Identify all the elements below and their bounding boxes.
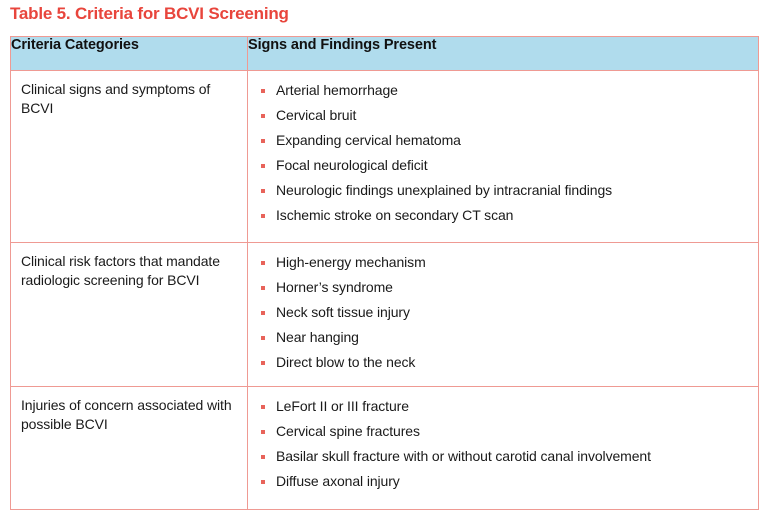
list-item: Neck soft tissue injury bbox=[258, 300, 748, 325]
criteria-table: Criteria Categories Signs and Findings P… bbox=[10, 36, 759, 510]
list-item-label: Diffuse axonal injury bbox=[276, 473, 400, 489]
list-item: Horner’s syndrome bbox=[258, 275, 748, 300]
list-item: Expanding cervical hematoma bbox=[258, 128, 748, 153]
table-title: Table 5. Criteria for BCVI Screening bbox=[10, 4, 289, 23]
list-item: Cervical spine fractures bbox=[258, 419, 748, 444]
list-item: Diffuse axonal injury bbox=[258, 469, 748, 494]
bullet-icon bbox=[261, 189, 265, 193]
bullet-icon bbox=[261, 455, 265, 459]
bullet-icon bbox=[261, 311, 265, 315]
bullet-icon bbox=[261, 139, 265, 143]
header-row: Criteria Categories Signs and Findings P… bbox=[10, 36, 759, 71]
bullet-icon bbox=[261, 261, 265, 265]
list-item-label: Neurologic findings unexplained by intra… bbox=[276, 182, 613, 198]
list-item: Arterial hemorrhage bbox=[258, 78, 748, 103]
column-header-signs-and-findings: Signs and Findings Present bbox=[247, 36, 759, 71]
list-item: Cervical bruit bbox=[258, 103, 748, 128]
list-item: Direct blow to the neck bbox=[258, 350, 748, 375]
bullet-icon bbox=[261, 89, 265, 93]
bullet-icon bbox=[261, 430, 265, 434]
list-item-label: Horner’s syndrome bbox=[276, 279, 393, 295]
criteria-category-cell: Injuries of concern associated with poss… bbox=[10, 386, 248, 510]
bullet-icon bbox=[261, 336, 265, 340]
list-item: Focal neurological deficit bbox=[258, 153, 748, 178]
list-item: High-energy mechanism bbox=[258, 250, 748, 275]
list-item: Basilar skull fracture with or without c… bbox=[258, 444, 748, 469]
list-item-label: Arterial hemorrhage bbox=[276, 82, 398, 98]
criteria-category-cell: Clinical risk factors that mandate radio… bbox=[10, 242, 248, 387]
bullet-icon bbox=[261, 114, 265, 118]
list-item: Near hanging bbox=[258, 325, 748, 350]
bullet-icon bbox=[261, 361, 265, 365]
document-page: Table 5. Criteria for BCVI Screening Cri… bbox=[10, 4, 759, 510]
list-item-label: Ischemic stroke on secondary CT scan bbox=[276, 207, 514, 223]
list-item-label: Near hanging bbox=[276, 329, 359, 345]
list-item-label: Direct blow to the neck bbox=[276, 354, 416, 370]
list-item-label: Cervical spine fractures bbox=[276, 423, 420, 439]
list-item-label: Basilar skull fracture with or without c… bbox=[276, 448, 651, 464]
bullet-icon bbox=[261, 214, 265, 218]
list-item-label: LeFort II or III fracture bbox=[276, 398, 409, 414]
table-row: Injuries of concern associated with poss… bbox=[10, 386, 759, 510]
list-item-label: Focal neurological deficit bbox=[276, 157, 428, 173]
table-header: Criteria Categories Signs and Findings P… bbox=[10, 36, 759, 71]
list-item-label: Expanding cervical hematoma bbox=[276, 132, 461, 148]
list-item: Neurologic findings unexplained by intra… bbox=[258, 178, 748, 203]
table-row: Clinical risk factors that mandate radio… bbox=[10, 242, 759, 387]
bullet-icon bbox=[261, 405, 265, 409]
bullet-icon bbox=[261, 480, 265, 484]
list-item-label: Cervical bruit bbox=[276, 107, 357, 123]
list-item-label: Neck soft tissue injury bbox=[276, 304, 410, 320]
list-item: Ischemic stroke on secondary CT scan bbox=[258, 203, 748, 228]
column-header-criteria-categories: Criteria Categories bbox=[10, 36, 248, 71]
bullet-icon bbox=[261, 164, 265, 168]
bullet-icon bbox=[261, 286, 265, 290]
criteria-category-cell: Clinical signs and symptoms of BCVI bbox=[10, 70, 248, 243]
list-item: LeFort II or III fracture bbox=[258, 394, 748, 419]
list-item-label: High-energy mechanism bbox=[276, 254, 426, 270]
